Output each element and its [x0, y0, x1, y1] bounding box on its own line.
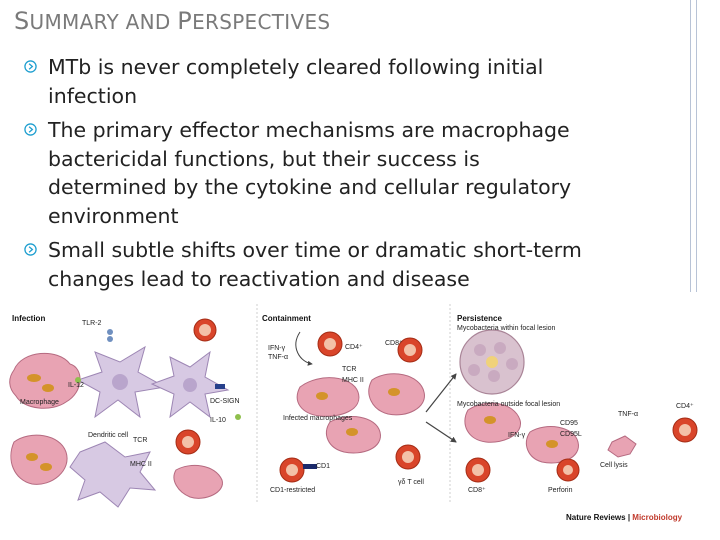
- label-cd95: CD95: [560, 420, 578, 427]
- label-ifng-persistence: IFN-γ: [508, 432, 526, 439]
- bullet-text: Small subtle shifts over time or dramati…: [48, 238, 582, 291]
- cd4-t-cell: [317, 331, 343, 357]
- title-part-1: UMMARY AND: [29, 10, 178, 34]
- immunology-figure: Infection Containment Persistence TLR-2 …: [0, 292, 720, 540]
- credit-separator: |: [626, 513, 633, 522]
- figure-drawing: Infection Containment Persistence TLR-2 …: [9, 304, 698, 522]
- dendritic-cell-top: [76, 345, 167, 419]
- panel-containment-title: Containment: [262, 314, 311, 323]
- title-cap-p: P: [177, 7, 193, 35]
- label-tnfa-persistence: TNF-α: [618, 411, 638, 418]
- macrophage-cell: [9, 352, 81, 409]
- label-ifng-containment: IFN-γ: [268, 345, 286, 352]
- t-cell-top: [193, 318, 217, 342]
- dendritic-cell-bottom: [69, 441, 157, 508]
- label-cd95l: CD95L: [560, 431, 582, 438]
- t-cell-bottom: [173, 429, 223, 499]
- label-perforin: Perforin: [548, 487, 573, 494]
- circle-arrow-icon: [24, 60, 37, 73]
- label-dcsign: DC-SIGN: [210, 398, 240, 405]
- label-tcr-containment: TCR: [342, 366, 356, 373]
- label-il10: IL-10: [210, 417, 226, 424]
- bullet-text: MTb is never completely cleared followin…: [48, 55, 544, 108]
- infected-macrophage-cluster: [296, 373, 425, 454]
- bullet-item: The primary effector mechanisms are macr…: [24, 116, 584, 230]
- panel-persistence-title: Persistence: [457, 314, 502, 323]
- label-mhc2-infection: MHC II: [130, 461, 152, 468]
- lysed-cell: [556, 435, 637, 482]
- gamma-delta-t-cell: [395, 444, 421, 470]
- label-cd1-restricted: CD1-restricted: [270, 487, 315, 494]
- label-cd1: CD1: [316, 463, 330, 470]
- granuloma-lesion: [459, 329, 525, 395]
- slide-border-rule: [690, 0, 697, 292]
- label-infected-macrophages: Infected macrophages: [283, 415, 353, 422]
- title-cap-s: S: [14, 7, 30, 35]
- label-macrophage: Macrophage: [20, 399, 59, 406]
- circle-arrow-icon: [24, 243, 37, 256]
- bullet-item: MTb is never completely cleared followin…: [24, 53, 584, 110]
- figure-credit: Nature Reviews | Microbiology: [566, 513, 683, 522]
- label-tnfa-containment: TNF-α: [268, 354, 288, 361]
- cd1-t-cell: [279, 457, 317, 483]
- bullet-text: The primary effector mechanisms are macr…: [48, 118, 572, 228]
- circle-arrow-icon: [24, 123, 37, 136]
- credit-journal: Nature Reviews: [566, 513, 626, 522]
- label-cd8-containment: CD8⁺: [385, 340, 403, 347]
- label-dendritic-cell: Dendritic cell: [88, 432, 129, 439]
- label-il12: IL-12: [68, 382, 84, 389]
- bullet-item: Small subtle shifts over time or dramati…: [24, 236, 584, 293]
- label-cell-lysis: Cell lysis: [600, 462, 628, 469]
- dendritic-cell-right: [150, 350, 230, 419]
- credit-section: Microbiology: [632, 513, 682, 522]
- cd8-t-cell-top: [397, 337, 423, 363]
- label-tlr2: TLR-2: [82, 320, 102, 327]
- label-cd4-persistence: CD4⁺: [676, 403, 694, 410]
- label-gamma-delta-t-cell: γδ T cell: [398, 479, 424, 486]
- label-mhc2-containment: MHC II: [342, 377, 364, 384]
- label-cd4-containment: CD4⁺: [345, 344, 363, 351]
- slide-title: SUMMARY AND PERSPECTIVES: [14, 7, 330, 35]
- infected-macrophage-persistence: [464, 402, 579, 464]
- infected-cell-left: [10, 434, 68, 485]
- bullet-list: MTb is never completely cleared followin…: [24, 53, 584, 299]
- label-cd8-persistence: CD8⁺: [468, 487, 486, 494]
- panel-infection-title: Infection: [12, 314, 45, 323]
- cd4-t-cell-persistence: [672, 417, 698, 443]
- label-tcr-infection: TCR: [133, 437, 147, 444]
- title-part-2: ERSPECTIVES: [192, 10, 331, 34]
- label-myco-within: Mycobacteria within focal lesion: [457, 325, 556, 332]
- label-myco-outside: Mycobacteria outside focal lesion: [457, 401, 560, 408]
- cd8-t-cell-bottom: [465, 457, 491, 483]
